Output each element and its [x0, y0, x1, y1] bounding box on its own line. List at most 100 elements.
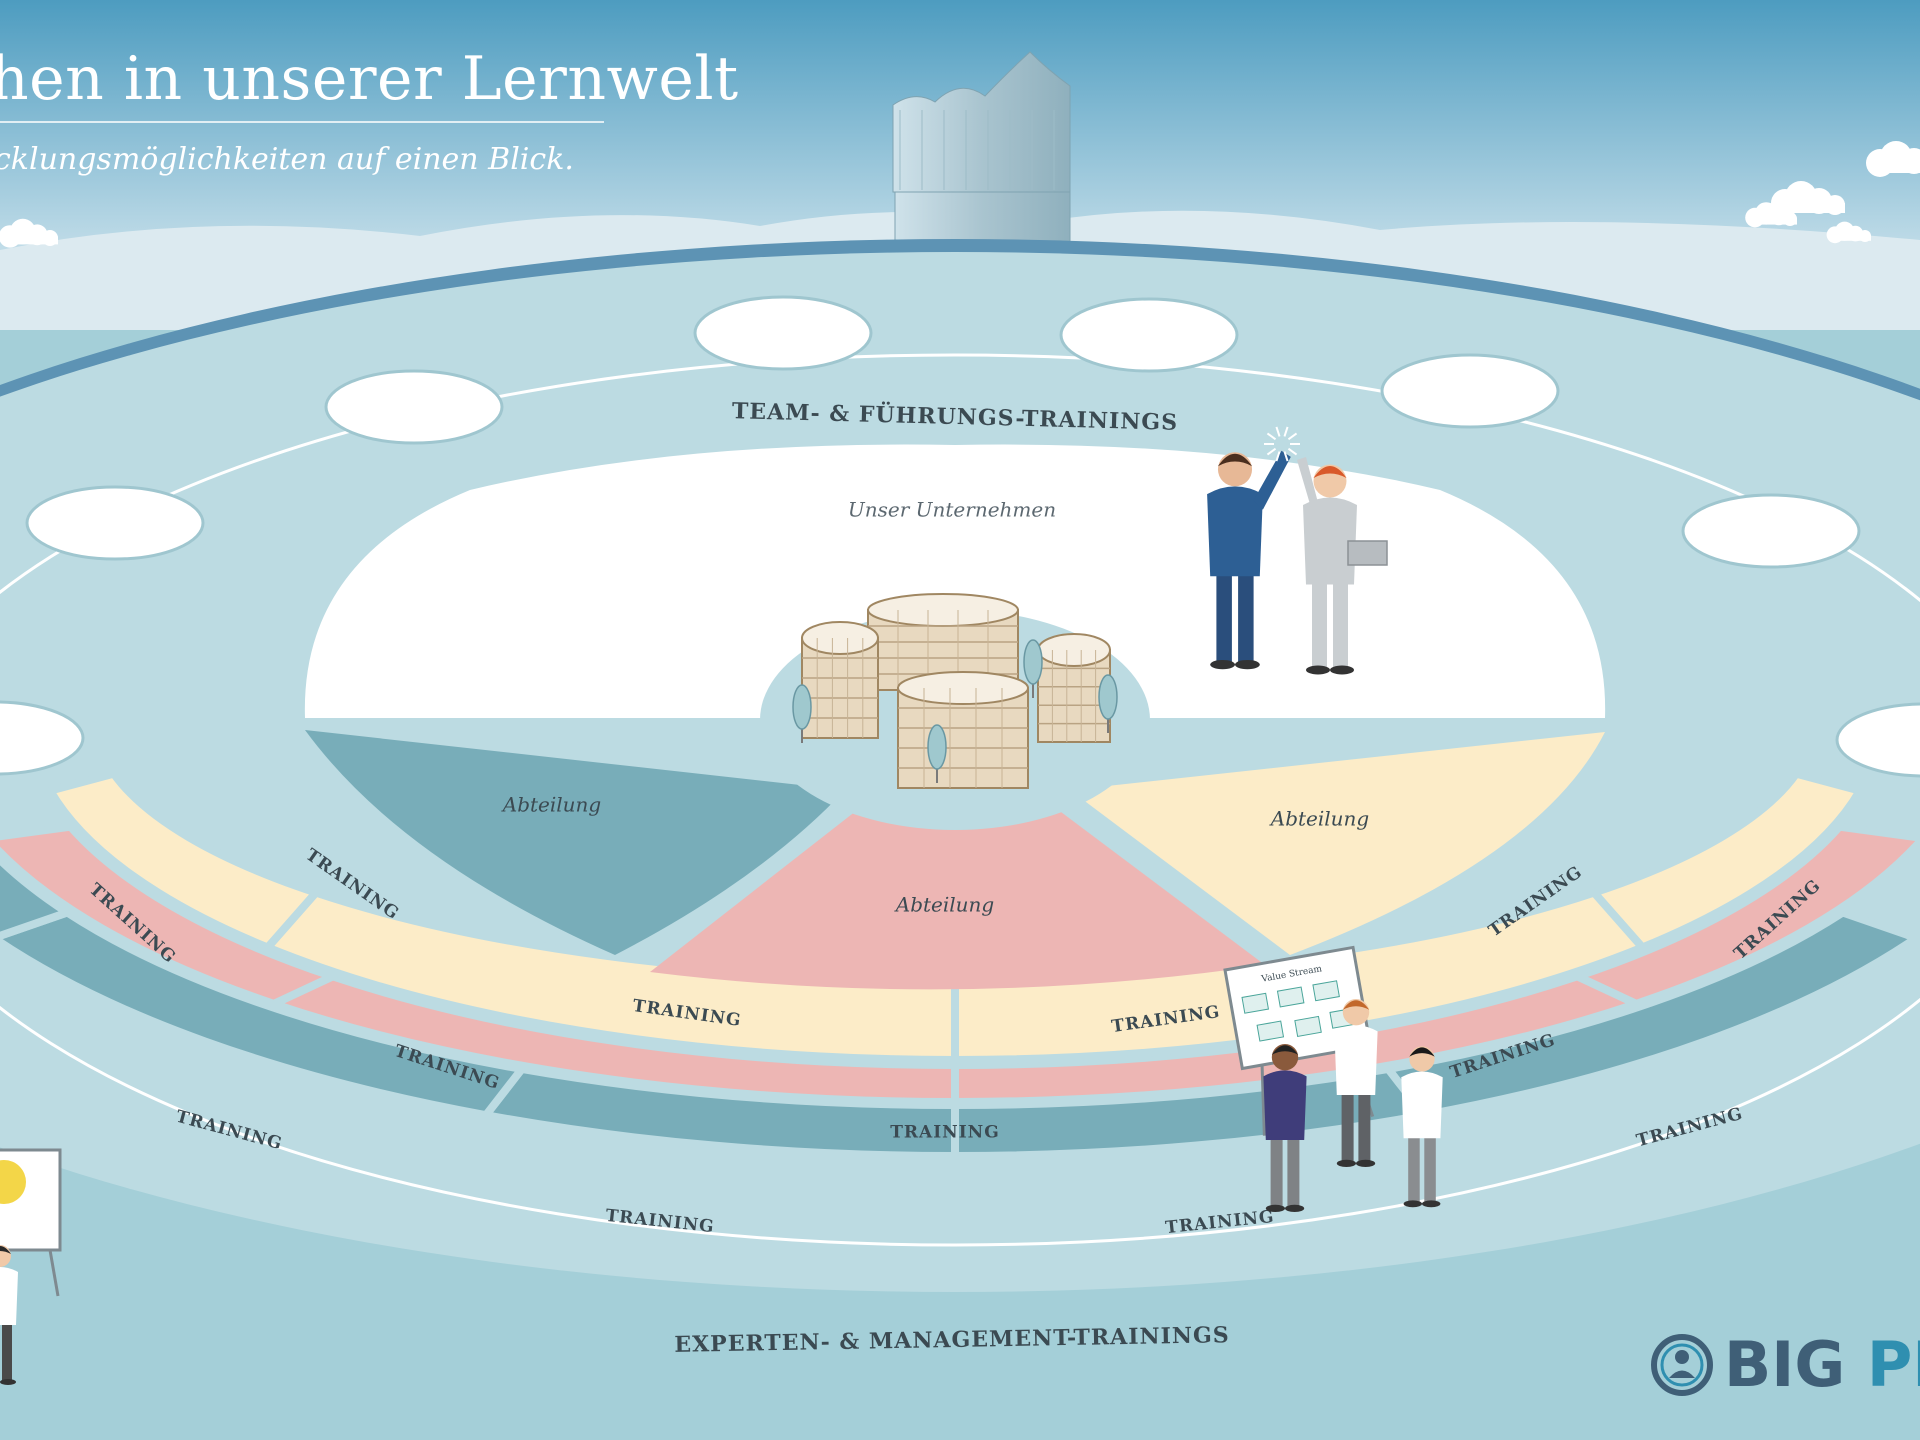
concert-hall-base	[894, 189, 1071, 243]
whiteboard-card	[1276, 986, 1305, 1008]
shoe	[1265, 1204, 1285, 1212]
whiteboard-card	[1312, 980, 1340, 1002]
leg	[1312, 577, 1327, 667]
hair	[1313, 466, 1347, 478]
training-segments	[0, 769, 1920, 1160]
training-segment-expert	[0, 854, 72, 941]
cloud-base	[1748, 217, 1797, 225]
cloud	[1745, 202, 1797, 228]
cloud	[1866, 141, 1920, 177]
tree-crown	[927, 724, 947, 770]
highfive-spark	[1266, 447, 1277, 456]
shoe	[1356, 1159, 1376, 1167]
person-presenter	[1263, 1044, 1307, 1212]
campus-building-front	[897, 671, 1029, 789]
shoe	[1422, 1200, 1441, 1208]
leg	[1270, 1134, 1283, 1206]
empty-training-slot	[25, 485, 205, 561]
training-segment-management	[0, 822, 337, 1008]
torso	[1334, 1025, 1378, 1095]
empty-training-slot	[0, 700, 85, 776]
shoe	[1306, 665, 1330, 675]
company-area	[304, 444, 1606, 718]
shoe	[1336, 1159, 1356, 1167]
whiteboard-card	[1256, 1020, 1285, 1042]
department-cream	[1070, 732, 1605, 955]
tree-crown	[1098, 674, 1118, 720]
highfive-spark	[1283, 426, 1289, 437]
empty-training-slot	[324, 369, 504, 445]
department-label-cream: Abteilung	[1269, 807, 1369, 831]
page-title: hen in unserer Lernwelt	[0, 44, 739, 114]
empty-training-slot	[1835, 702, 1920, 778]
cloud	[1771, 181, 1845, 217]
torso	[1303, 497, 1357, 585]
whiteboard-stand	[1260, 1064, 1266, 1136]
leg	[1333, 577, 1348, 667]
person-idea-presenter	[0, 1245, 18, 1385]
value-stream-whiteboard: Value Stream	[1223, 945, 1375, 1136]
cloud-base	[1775, 203, 1845, 213]
brand-wordmark-pi: PI	[1866, 1328, 1920, 1401]
highfive-spark	[1266, 432, 1277, 441]
whiteboard-card	[1241, 992, 1270, 1014]
campus-rotunda	[1037, 633, 1111, 743]
company-center	[304, 444, 1606, 990]
shoe	[1210, 659, 1235, 670]
shoe	[0, 1379, 16, 1385]
torso	[0, 1267, 18, 1325]
hair	[1409, 1047, 1435, 1057]
training-segment-team	[46, 769, 320, 952]
cloud	[0, 218, 58, 248]
highfive-spark	[1275, 451, 1281, 462]
raised-arm	[1297, 457, 1321, 514]
title-divider	[0, 121, 604, 123]
cloud	[1826, 221, 1871, 244]
highfive-spark	[1283, 451, 1289, 462]
shoe	[1235, 659, 1260, 670]
empty-training-slot	[693, 295, 873, 371]
idea-board-stand	[48, 1249, 60, 1297]
shoe	[1285, 1204, 1305, 1212]
brand-wordmark: BIG PI	[1724, 1330, 1920, 1400]
hair	[0, 1246, 11, 1254]
tree-crown	[1023, 639, 1043, 685]
company-label: Unser Unternehmen	[848, 498, 1056, 522]
brand-wordmark-big: BIG	[1724, 1328, 1846, 1401]
highfive-spark	[1287, 447, 1298, 456]
torso	[1263, 1070, 1307, 1140]
leg	[1341, 1089, 1354, 1161]
hair	[1271, 1045, 1299, 1055]
idea-whiteboard	[0, 1148, 62, 1297]
leg	[1424, 1132, 1436, 1202]
person-manager-highfive	[1297, 457, 1388, 675]
cloud-base	[1, 236, 58, 245]
campus-building-tower	[801, 621, 879, 739]
building-roof	[867, 593, 1019, 627]
torso	[1207, 486, 1263, 577]
whiteboard-card	[1294, 1015, 1322, 1037]
leg	[1216, 568, 1232, 662]
building-roof	[897, 671, 1029, 705]
outer-ring-line	[0, 353, 1920, 1247]
empty-training-slot	[1059, 297, 1239, 373]
hair	[1217, 453, 1253, 467]
shoe	[1330, 665, 1354, 675]
torso	[1401, 1071, 1443, 1139]
brand-person-icon	[1651, 1334, 1713, 1396]
concert-hall-glass	[892, 51, 1071, 193]
raised-arm	[1253, 450, 1291, 510]
leg	[1287, 1134, 1300, 1206]
highfive-spark	[1275, 426, 1281, 437]
department-pink	[650, 800, 1265, 990]
building-roof	[1037, 633, 1111, 667]
training-label-7: TRAINING	[890, 1123, 999, 1143]
brand-logo[interactable]: BIG PI	[1650, 1330, 1920, 1400]
page-subtitle: cklungsmöglichkeiten auf einen Blick.	[0, 142, 574, 177]
leg	[1408, 1132, 1420, 1202]
lightbulb-icon	[0, 1160, 26, 1204]
leg	[1358, 1089, 1371, 1161]
person-facilitator	[1334, 999, 1378, 1167]
department-label-teal: Abteilung	[501, 793, 601, 817]
